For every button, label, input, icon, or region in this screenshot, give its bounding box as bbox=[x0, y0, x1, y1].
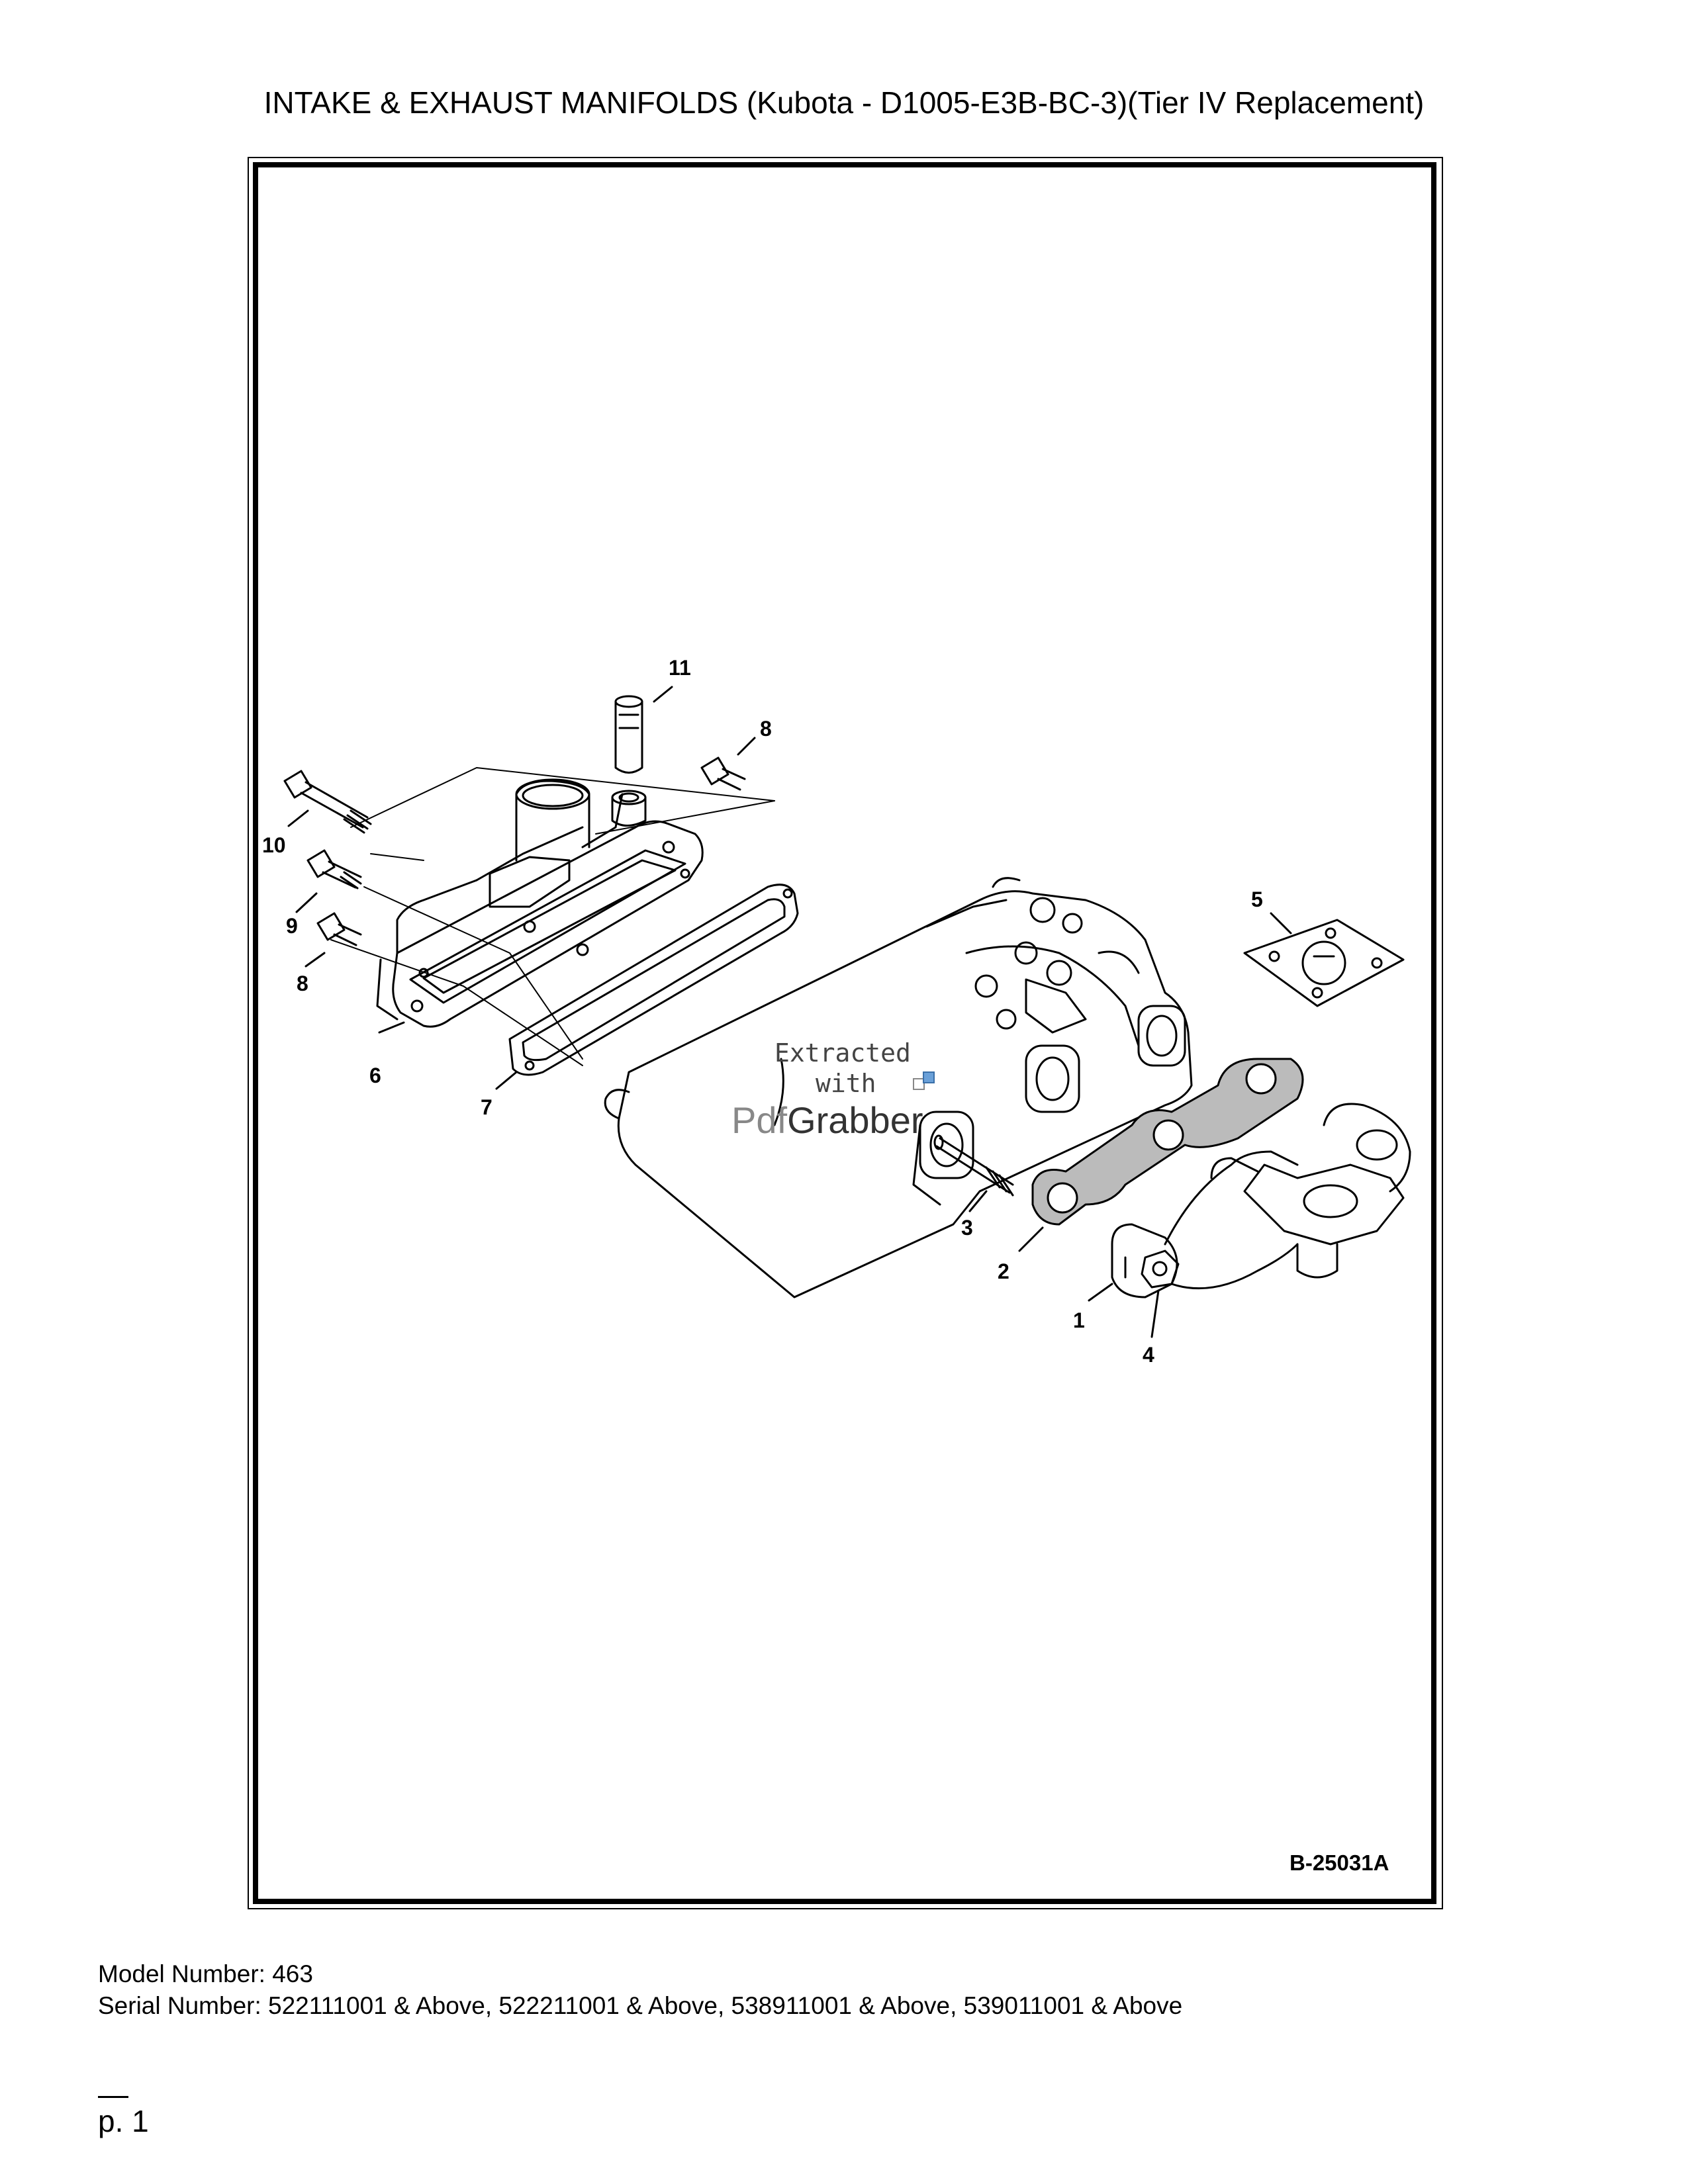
callout-4: 4 bbox=[1143, 1343, 1154, 1367]
callout-6: 6 bbox=[369, 1064, 381, 1087]
exhaust-manifold-drawing bbox=[1111, 1103, 1411, 1298]
figure-id: B-25031A bbox=[1289, 1850, 1389, 1875]
callout-2: 2 bbox=[998, 1259, 1009, 1283]
callout-10: 10 bbox=[262, 833, 286, 857]
callout-11: 11 bbox=[669, 656, 691, 680]
watermark-line-1: Extracted bbox=[774, 1038, 911, 1068]
callout-9: 9 bbox=[286, 914, 298, 938]
callout-3: 3 bbox=[961, 1216, 973, 1240]
watermark-line-2: with bbox=[816, 1069, 876, 1098]
figure-frame-outer bbox=[248, 157, 1443, 1909]
bolt-9-drawing bbox=[306, 849, 362, 889]
callout-5: 5 bbox=[1251, 887, 1263, 911]
bolt-10-drawing bbox=[283, 770, 372, 834]
nut-4-drawing bbox=[1141, 1250, 1180, 1289]
intake-manifold-drawing bbox=[376, 778, 704, 1028]
callout-8-lower: 8 bbox=[297, 972, 308, 995]
figure-frame bbox=[253, 162, 1436, 1904]
model-number: Model Number: 463 bbox=[98, 1960, 313, 1987]
watermark-logo-icon bbox=[913, 1071, 935, 1090]
stud-3-drawing bbox=[933, 1134, 1014, 1197]
page-number: p. 1 bbox=[98, 2104, 149, 2138]
exhaust-gasket-drawing bbox=[1031, 1058, 1304, 1226]
fitting-11-drawing bbox=[614, 695, 643, 774]
bolt-8-lower-drawing bbox=[316, 912, 362, 946]
bolt-8-upper-drawing bbox=[700, 756, 746, 791]
callout-8-upper: 8 bbox=[760, 717, 772, 741]
serial-number: Serial Number: 522111001 & Above, 522211… bbox=[98, 1992, 1183, 2019]
callout-1: 1 bbox=[1073, 1308, 1085, 1332]
pdfgrabber-watermark: Extracted with PdfGrabber bbox=[731, 1038, 935, 1141]
page-title: INTAKE & EXHAUST MANIFOLDS (Kubota - D10… bbox=[263, 85, 1425, 120]
watermark-brand: PdfGrabber bbox=[731, 1099, 923, 1141]
intake-gasket-drawing bbox=[508, 884, 799, 1076]
footer-rule bbox=[98, 2096, 128, 2098]
exhaust-flange-drawing bbox=[1243, 919, 1405, 1007]
callout-7: 7 bbox=[481, 1095, 492, 1119]
cylinder-head-drawing bbox=[604, 877, 1193, 1298]
